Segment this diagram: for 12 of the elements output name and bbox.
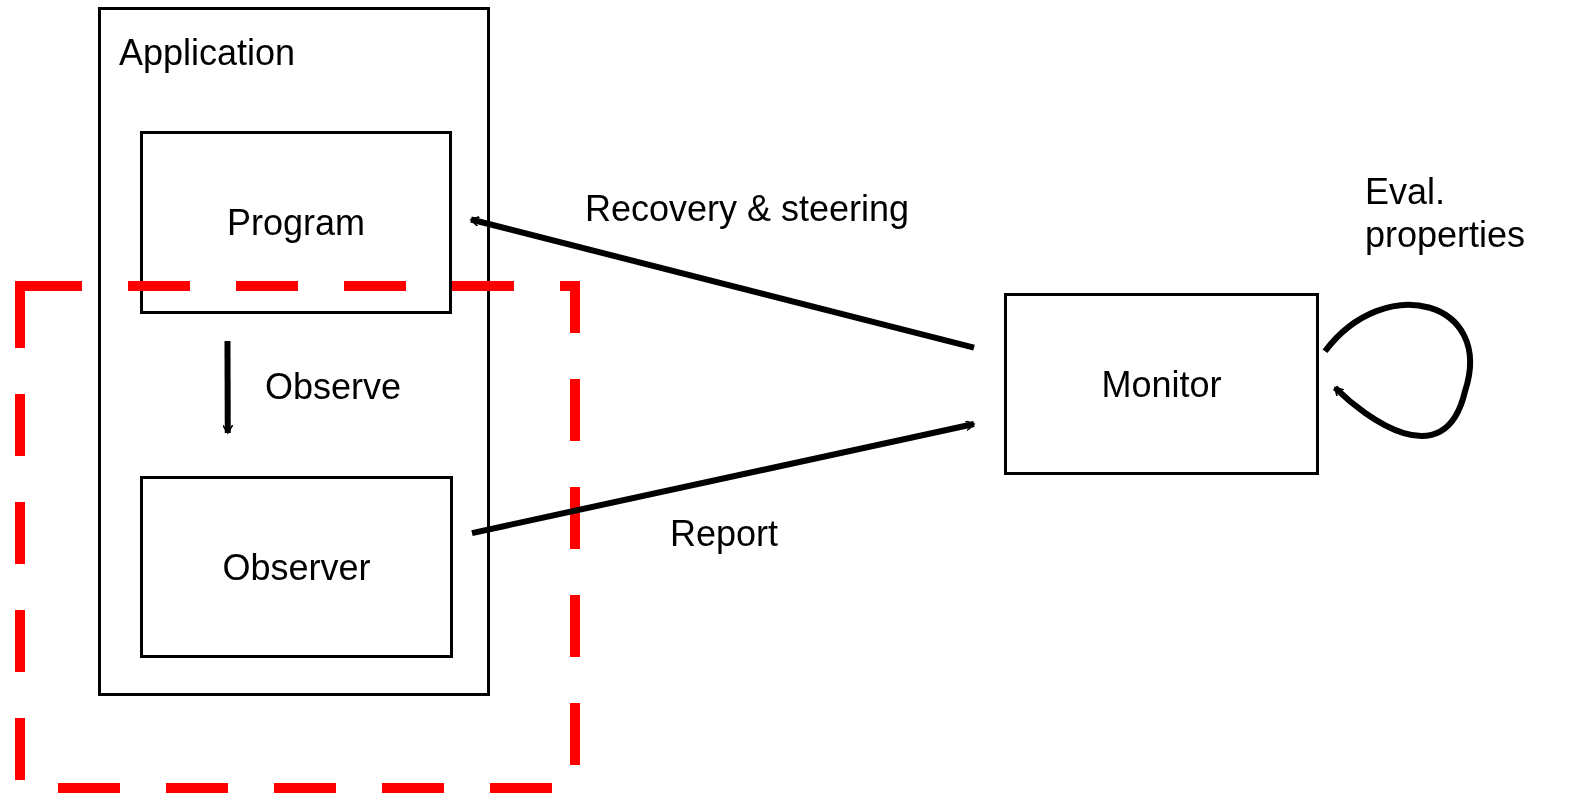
- process-box: [140, 131, 452, 314]
- box-label: Monitor: [1101, 362, 1222, 407]
- arrow: [471, 420, 975, 536]
- arrow: [470, 215, 975, 351]
- process-box: [1004, 293, 1319, 475]
- box-label: Program: [226, 201, 365, 245]
- arrow: [221, 341, 234, 434]
- container-title: Application: [119, 31, 296, 75]
- box-label: Observer: [222, 545, 371, 590]
- process-box: [140, 476, 453, 658]
- arrow: [1322, 302, 1473, 439]
- container-box: [98, 7, 490, 696]
